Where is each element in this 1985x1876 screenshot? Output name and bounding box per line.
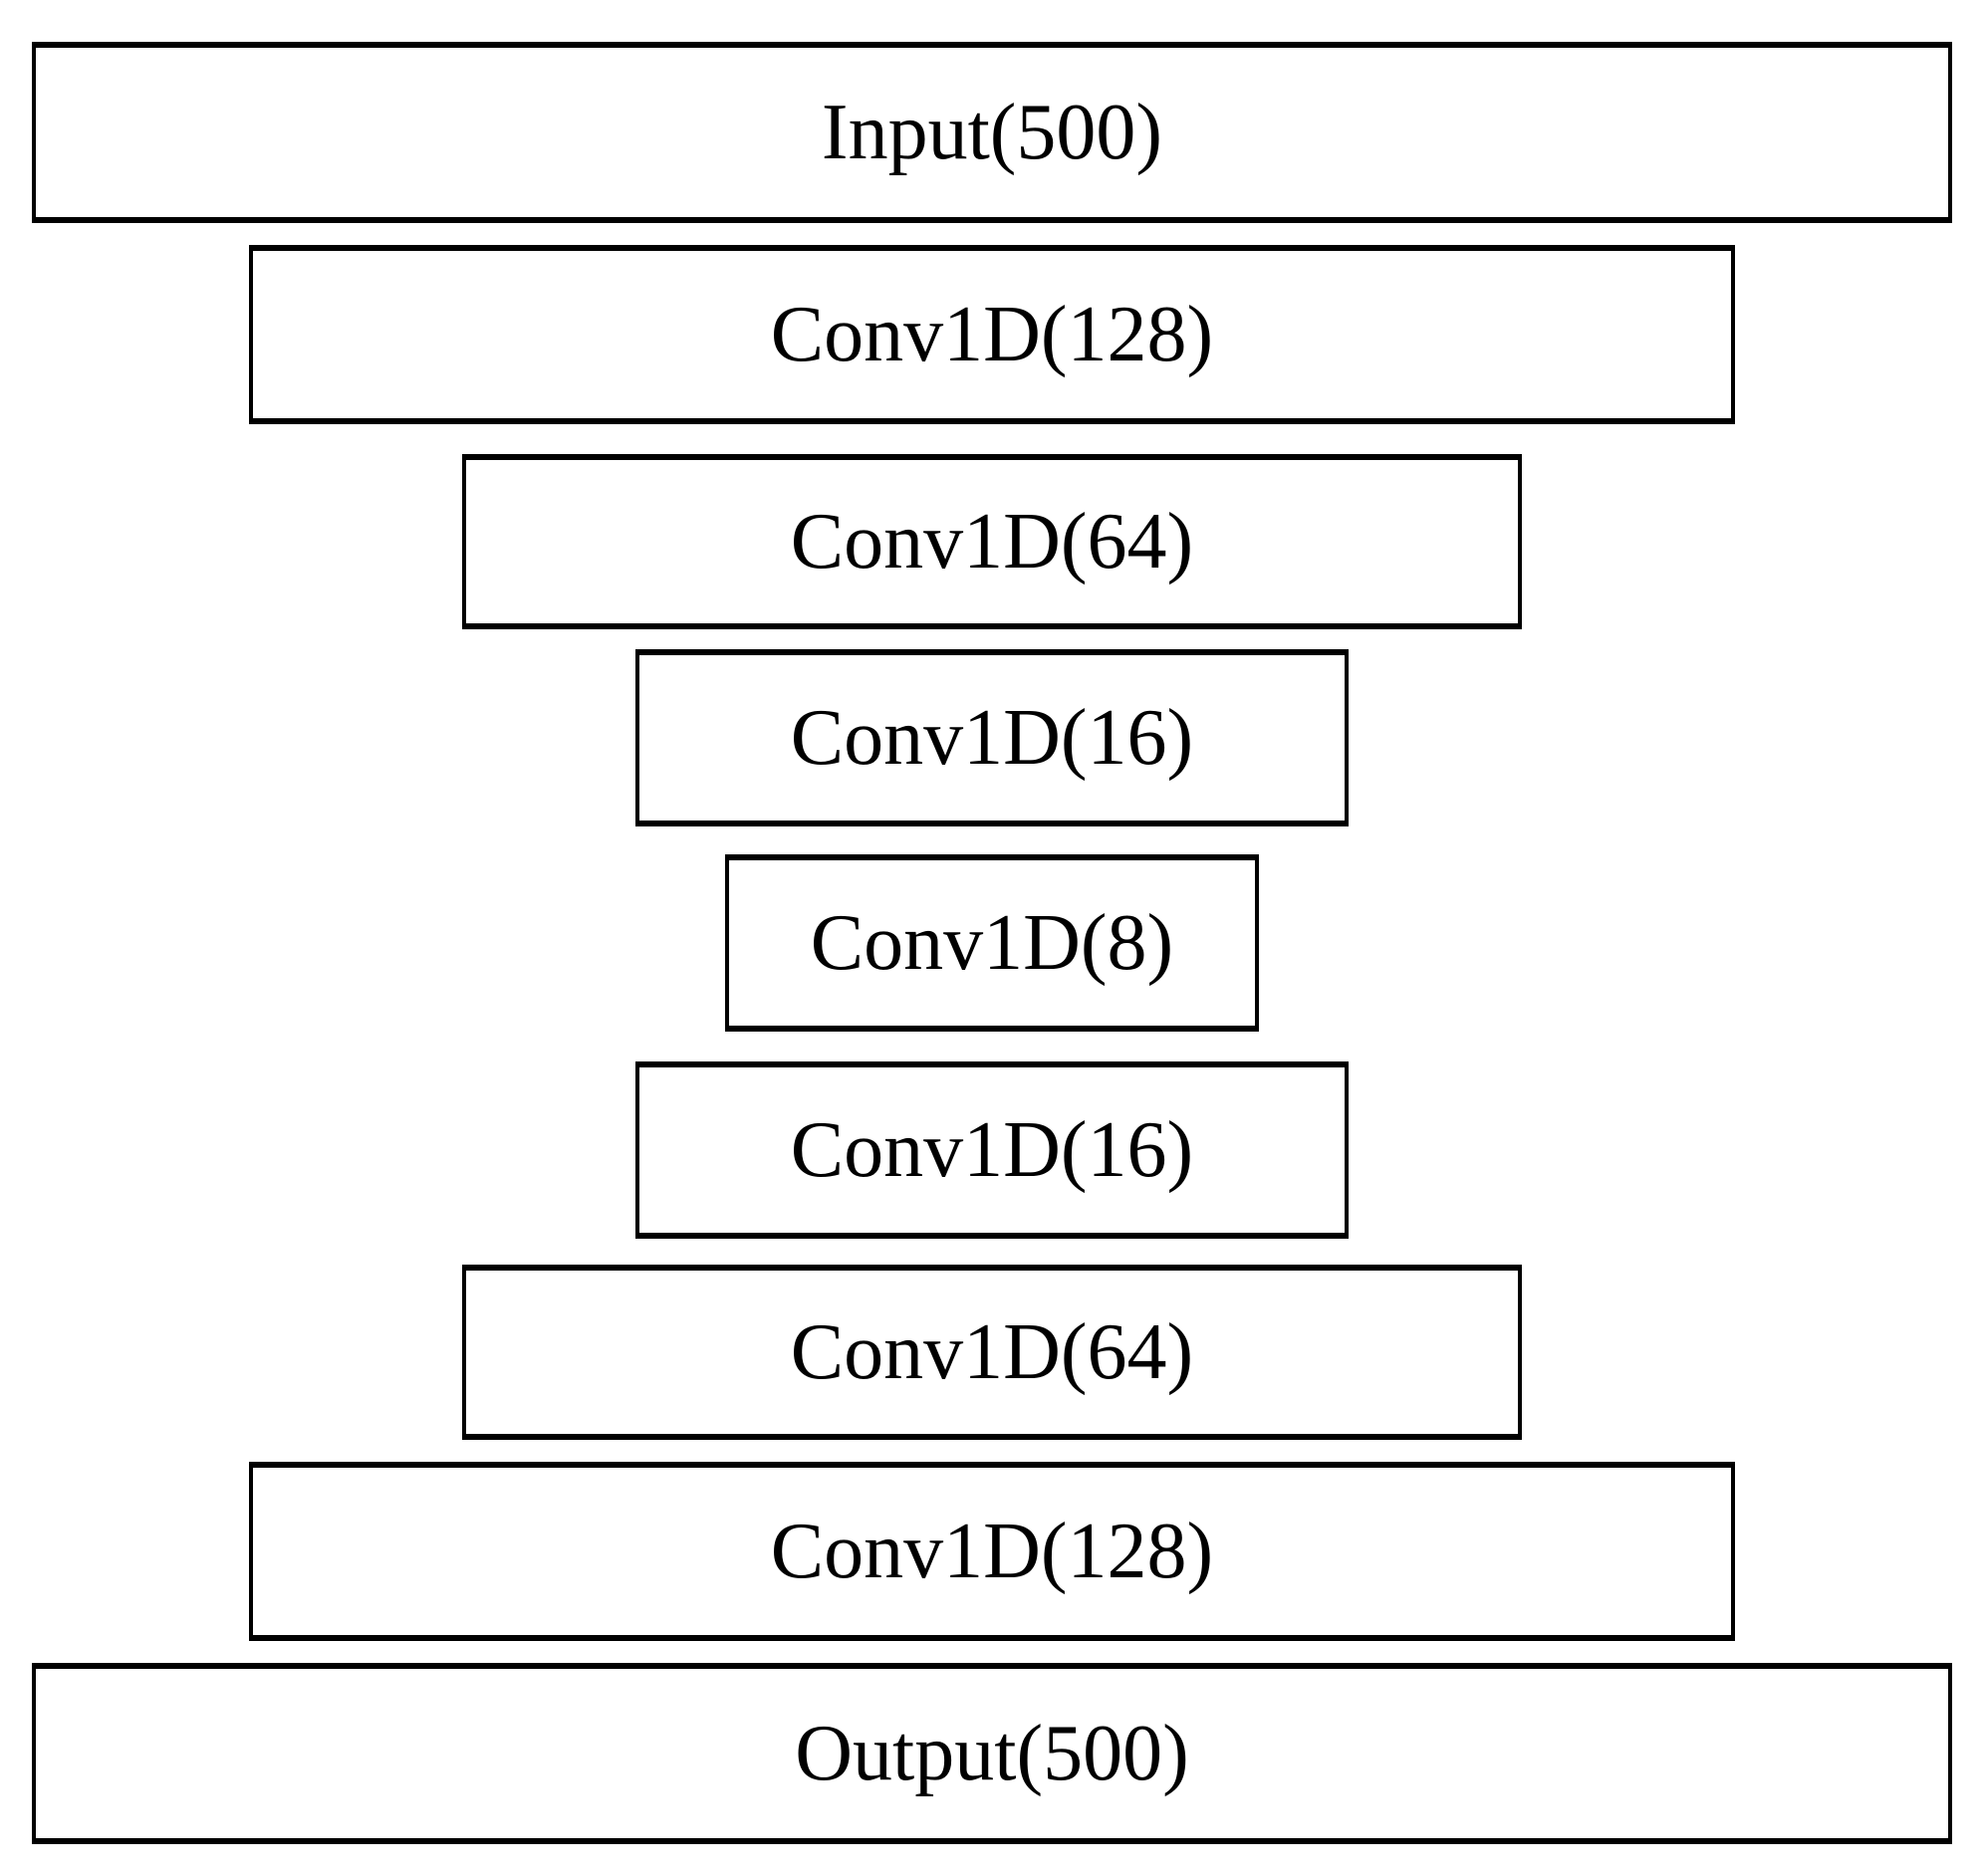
layer-label: Input(500) bbox=[821, 88, 1163, 176]
layer-box-conv1d-64-decoder: Conv1D(64) bbox=[462, 1265, 1522, 1440]
layer-label: Conv1D(16) bbox=[790, 693, 1194, 782]
layer-label: Conv1D(128) bbox=[770, 290, 1214, 378]
layer-box-conv1d-128-encoder: Conv1D(128) bbox=[249, 245, 1735, 424]
layer-box-input: Input(500) bbox=[32, 42, 1952, 223]
layer-label: Conv1D(64) bbox=[790, 1307, 1194, 1396]
layer-label: Conv1D(128) bbox=[770, 1507, 1214, 1595]
layer-label: Conv1D(16) bbox=[790, 1105, 1194, 1194]
layer-box-conv1d-8-bottleneck: Conv1D(8) bbox=[725, 854, 1259, 1032]
layer-box-conv1d-128-decoder: Conv1D(128) bbox=[249, 1462, 1735, 1641]
layer-box-conv1d-16-encoder: Conv1D(16) bbox=[635, 649, 1349, 826]
layer-box-output: Output(500) bbox=[32, 1663, 1952, 1844]
layer-label: Conv1D(64) bbox=[790, 497, 1194, 586]
layer-box-conv1d-64-encoder: Conv1D(64) bbox=[462, 454, 1522, 629]
layer-label: Output(500) bbox=[795, 1709, 1189, 1797]
layer-box-conv1d-16-decoder: Conv1D(16) bbox=[635, 1061, 1349, 1239]
layer-label: Conv1D(8) bbox=[810, 898, 1174, 987]
